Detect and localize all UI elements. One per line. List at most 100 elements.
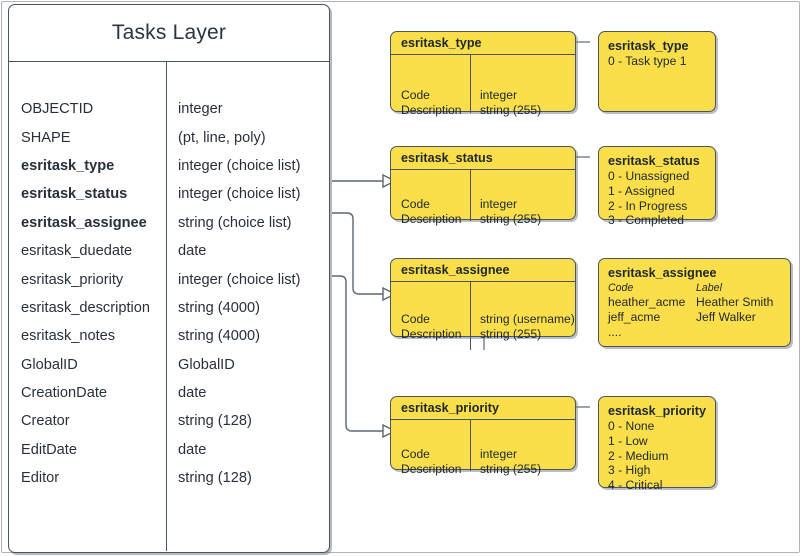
table-row[interactable]: SHAPE (pt, line, poly) <box>9 123 329 151</box>
value-item: 3 - Completed <box>608 213 684 228</box>
table-row[interactable]: EditDate date <box>9 436 329 464</box>
field-type: date <box>178 441 207 458</box>
table-row[interactable]: Creator string (128) <box>9 407 329 435</box>
table-row[interactable]: Editor string (128) <box>9 464 329 492</box>
schema-box-divider <box>470 170 471 221</box>
field-type: GlobalID <box>178 356 235 373</box>
schema-right-item: string (username) <box>480 312 575 326</box>
value-box-title: esritask_priority <box>608 404 707 418</box>
field-type: string (128) <box>178 470 252 487</box>
connector-priority <box>332 275 383 432</box>
table-row[interactable]: esritask_priority integer (choice list) <box>9 265 329 293</box>
schema-box-title: esritask_priority <box>391 397 575 420</box>
value-label: Heather Smith <box>696 295 774 309</box>
schema-right-item: string (255) <box>480 212 542 227</box>
value-item: 3 - High <box>608 463 651 478</box>
value-box-esritask-type[interactable]: esritask_type 0 - Task type 1 <box>598 31 716 112</box>
value-table-row: jeff_acme Jeff Walker <box>608 310 781 325</box>
table-row[interactable]: esritask_notes string (4000) <box>9 322 329 350</box>
schema-right-col: integer string (255) <box>480 447 541 478</box>
value-code: heather_acme <box>608 295 686 309</box>
table-row[interactable]: esritask_type integer (choice list) <box>9 152 329 180</box>
value-header-label: Label <box>696 282 722 294</box>
table-row[interactable]: esritask_duedate date <box>9 237 329 265</box>
field-name: esritask_type <box>21 157 115 174</box>
field-type: (pt, line, poly) <box>178 129 266 146</box>
field-type: integer (choice list) <box>178 186 301 203</box>
field-name: esritask_priority <box>21 271 124 288</box>
schema-right-item: integer <box>480 88 517 102</box>
schema-left-col: Code Description <box>401 88 462 119</box>
value-box-esritask-priority[interactable]: esritask_priority 0 - None 1 - Low 2 - M… <box>598 396 716 492</box>
value-ellipsis: .... <box>608 324 622 339</box>
table-row[interactable]: GlobalID GlobalID <box>9 351 329 379</box>
value-item: 4 - Critical <box>608 478 663 493</box>
table-row[interactable]: esritask_status integer (choice list) <box>9 180 329 208</box>
value-item: 0 - None <box>608 419 655 433</box>
entity-column-divider <box>166 62 167 551</box>
schema-box-divider <box>470 55 471 113</box>
schema-left-item: Description <box>401 462 462 477</box>
schema-box-body: Code Description integer string (255) <box>391 170 575 226</box>
schema-right-col: integer string (255) <box>480 88 541 119</box>
value-item: 0 - Task type 1 <box>608 54 687 68</box>
field-name: Creator <box>21 413 70 430</box>
schema-box-divider <box>470 282 471 350</box>
field-type: string (choice list) <box>178 214 292 231</box>
schema-right-col: string (username) string (255) <box>480 312 575 343</box>
table-row[interactable]: OBJECTID integer <box>9 95 329 123</box>
schema-left-item: Code <box>401 88 430 102</box>
schema-right-item: string (255) <box>480 103 542 118</box>
schema-box-esritask-status[interactable]: esritask_status Code Description integer… <box>390 146 576 226</box>
schema-box-body: Code Description string (username) strin… <box>391 282 575 350</box>
schema-box-title: esritask_assignee <box>391 259 575 282</box>
entity-body: OBJECTID integer SHAPE (pt, line, poly) … <box>9 62 329 551</box>
value-box-title: esritask_type <box>608 39 689 53</box>
value-box-esritask-status[interactable]: esritask_status 0 - Unassigned 1 - Assig… <box>598 146 716 227</box>
value-box-title: esritask_status <box>608 154 700 168</box>
field-name: Editor <box>21 470 60 487</box>
schema-box-body: Code Description integer string (255) <box>391 55 575 117</box>
table-row[interactable]: CreationDate date <box>9 379 329 407</box>
schema-left-item: Description <box>401 212 462 227</box>
schema-box-esritask-priority[interactable]: esritask_priority Code Description integ… <box>390 396 576 476</box>
field-type: date <box>178 385 207 402</box>
field-list: OBJECTID integer SHAPE (pt, line, poly) … <box>9 95 329 492</box>
value-box-esritask-assignee[interactable]: esritask_assignee Code Label heather_acm… <box>598 258 791 347</box>
field-name: esritask_notes <box>21 328 116 345</box>
field-name: esritask_status <box>21 186 128 203</box>
schema-right-col: integer string (255) <box>480 197 541 228</box>
value-item: 1 - Low <box>608 433 648 448</box>
value-box-title: esritask_assignee <box>608 266 717 280</box>
value-label: Jeff Walker <box>696 309 756 324</box>
value-code: jeff_acme <box>608 309 661 324</box>
table-row[interactable]: esritask_assignee string (choice list) <box>9 209 329 237</box>
connector-assignee <box>332 212 383 295</box>
field-name: esritask_duedate <box>21 243 133 260</box>
entity-title: Tasks Layer <box>9 5 329 62</box>
schema-box-title: esritask_status <box>391 147 575 170</box>
schema-left-item: Description <box>401 327 462 342</box>
value-item: 2 - In Progress <box>608 198 688 213</box>
schema-right-item: integer <box>480 197 517 211</box>
schema-right-item: integer <box>480 447 517 461</box>
value-item: 0 - Unassigned <box>608 169 690 183</box>
schema-left-col: Code Description <box>401 312 462 343</box>
field-type: string (128) <box>178 413 252 430</box>
tasks-layer-entity[interactable]: Tasks Layer OBJECTID integer SHAPE (pt, … <box>8 4 330 553</box>
field-type: string (4000) <box>178 328 260 345</box>
value-table-header: Code Label <box>608 281 781 295</box>
field-name: OBJECTID <box>21 101 94 118</box>
field-name: esritask_description <box>21 299 150 316</box>
schema-left-item: Code <box>401 312 430 326</box>
schema-box-esritask-assignee[interactable]: esritask_assignee Code Description strin… <box>390 258 576 350</box>
table-row[interactable]: esritask_description string (4000) <box>9 294 329 322</box>
field-type: integer <box>178 101 223 118</box>
value-item: 1 - Assigned <box>608 183 675 198</box>
value-table-row: heather_acme Heather Smith <box>608 295 781 310</box>
schema-left-item: Code <box>401 197 430 211</box>
schema-box-esritask-type[interactable]: esritask_type Code Description integer s… <box>390 31 576 117</box>
schema-right-item: string (255) <box>480 462 542 477</box>
field-name: GlobalID <box>21 356 78 373</box>
